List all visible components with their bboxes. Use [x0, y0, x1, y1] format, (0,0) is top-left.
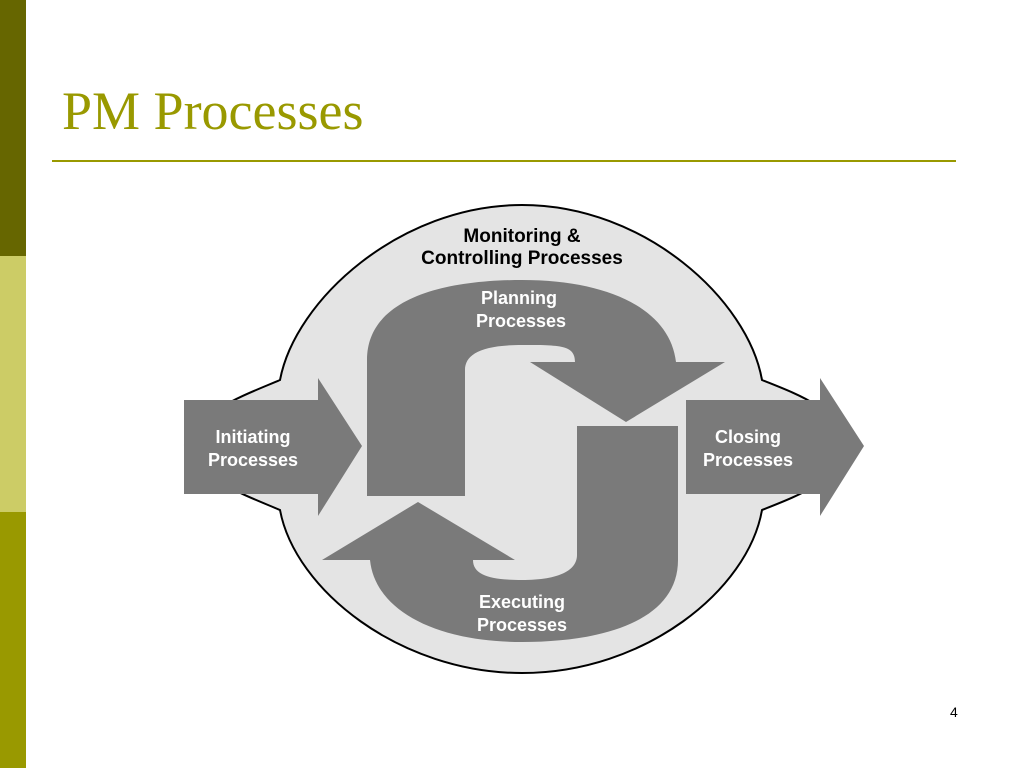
executing-label-line2: Processes — [477, 615, 567, 635]
executing-arrow — [322, 426, 678, 642]
initiating-arrow — [184, 378, 362, 516]
monitoring-label-line2: Controlling Processes — [421, 248, 623, 269]
planning-arrow — [367, 280, 725, 496]
slide-title: PM Processes — [62, 81, 364, 141]
executing-label-line1: Executing — [479, 592, 565, 612]
planning-label-line2: Processes — [476, 311, 566, 331]
planning-label-line1: Planning — [481, 288, 557, 308]
initiating-label-line2: Processes — [208, 450, 298, 470]
page-number: 4 — [950, 704, 958, 720]
title-underline — [52, 160, 956, 162]
closing-label-line2: Processes — [703, 450, 793, 470]
sidebar-accent-middle — [0, 256, 26, 512]
closing-label-line1: Closing — [715, 427, 781, 447]
sidebar-accent-top — [0, 0, 26, 256]
initiating-label-line1: Initiating — [216, 427, 291, 447]
sidebar-accent-bottom — [0, 512, 26, 768]
closing-arrow — [686, 378, 864, 516]
monitoring-label-line1: Monitoring & — [463, 226, 580, 247]
